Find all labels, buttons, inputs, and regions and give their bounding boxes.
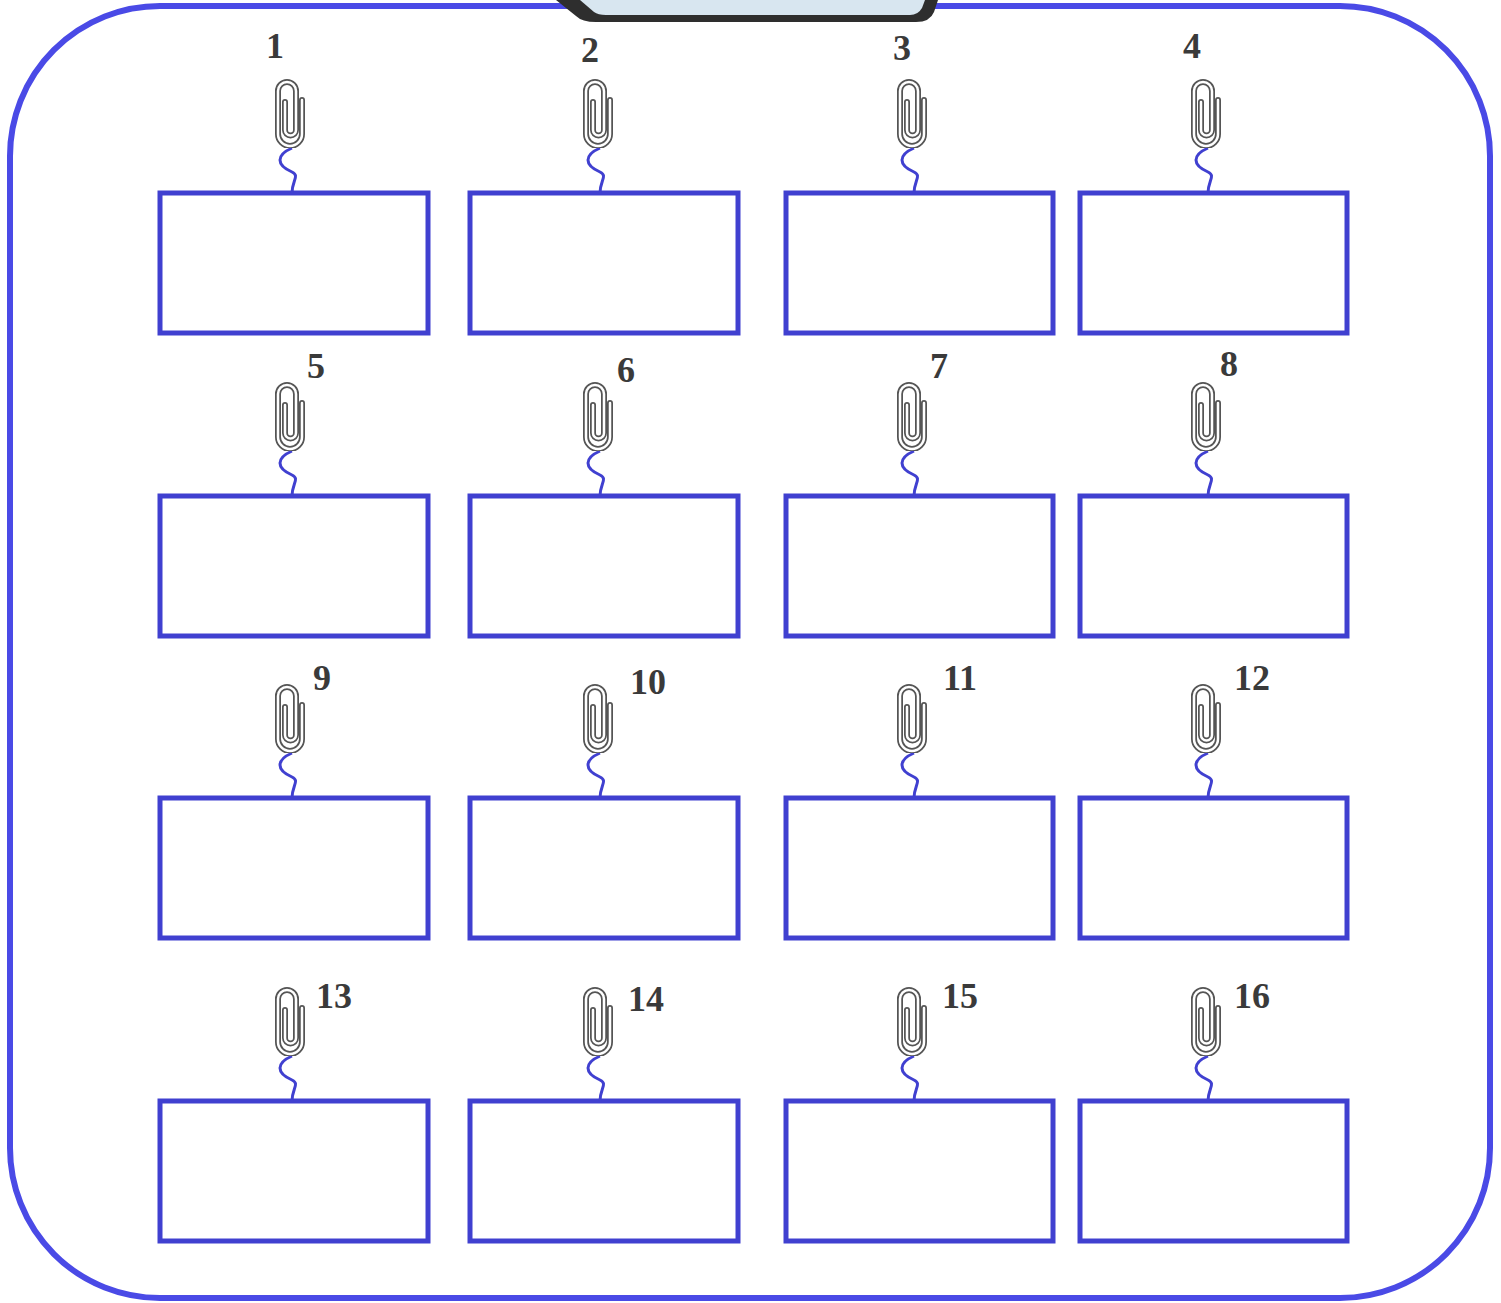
empty-box xyxy=(470,193,738,333)
string xyxy=(1196,451,1212,496)
paperclip xyxy=(278,82,302,146)
string xyxy=(280,148,296,193)
paperclip xyxy=(1194,687,1218,751)
string xyxy=(902,148,918,193)
paperclip xyxy=(278,687,302,751)
empty-box xyxy=(786,1101,1053,1241)
callout-number: 1 xyxy=(266,28,284,64)
string xyxy=(280,1056,296,1101)
empty-box xyxy=(160,798,428,938)
paperclip xyxy=(900,82,924,146)
string xyxy=(1196,148,1212,193)
callout-number: 10 xyxy=(630,664,666,700)
callout-number: 13 xyxy=(316,978,352,1014)
callout-number: 5 xyxy=(307,348,325,384)
callout-number: 6 xyxy=(617,352,635,388)
paperclip xyxy=(900,385,924,449)
string xyxy=(280,451,296,496)
callout-number: 8 xyxy=(1220,346,1238,382)
empty-box xyxy=(470,1101,738,1241)
string xyxy=(902,753,918,798)
paperclip xyxy=(586,687,610,751)
paperclip xyxy=(586,990,610,1054)
callout-number: 7 xyxy=(930,348,948,384)
callout-number: 4 xyxy=(1183,28,1201,64)
paperclip xyxy=(278,385,302,449)
callout-number: 2 xyxy=(581,32,599,68)
callout-number: 15 xyxy=(942,978,978,1014)
empty-box xyxy=(470,496,738,636)
callout-number: 11 xyxy=(943,660,977,696)
callout-number: 9 xyxy=(313,660,331,696)
string xyxy=(902,1056,918,1101)
callout-number: 3 xyxy=(893,30,911,66)
board-clip xyxy=(556,0,938,22)
callout-number: 12 xyxy=(1234,660,1270,696)
string xyxy=(588,753,604,798)
paperclip xyxy=(900,990,924,1054)
empty-box xyxy=(160,193,428,333)
empty-box xyxy=(160,496,428,636)
paperclip xyxy=(900,687,924,751)
callout-number: 14 xyxy=(628,981,664,1017)
paperclip xyxy=(586,82,610,146)
string xyxy=(588,148,604,193)
string xyxy=(588,1056,604,1101)
empty-box xyxy=(1080,193,1347,333)
string xyxy=(588,451,604,496)
empty-box xyxy=(786,798,1053,938)
empty-box xyxy=(1080,496,1347,636)
string xyxy=(1196,753,1212,798)
callout-number: 16 xyxy=(1234,978,1270,1014)
empty-box xyxy=(786,193,1053,333)
clipboard-outline xyxy=(10,6,1490,1298)
empty-box xyxy=(160,1101,428,1241)
paperclip xyxy=(1194,82,1218,146)
paperclip xyxy=(278,990,302,1054)
string xyxy=(902,451,918,496)
string xyxy=(280,753,296,798)
string xyxy=(1196,1056,1212,1101)
empty-box xyxy=(1080,798,1347,938)
empty-box xyxy=(470,798,738,938)
empty-box xyxy=(786,496,1053,636)
paperclip xyxy=(1194,385,1218,449)
paperclip xyxy=(1194,990,1218,1054)
paperclip xyxy=(586,385,610,449)
board-clip-inner xyxy=(580,0,925,15)
empty-box xyxy=(1080,1101,1347,1241)
